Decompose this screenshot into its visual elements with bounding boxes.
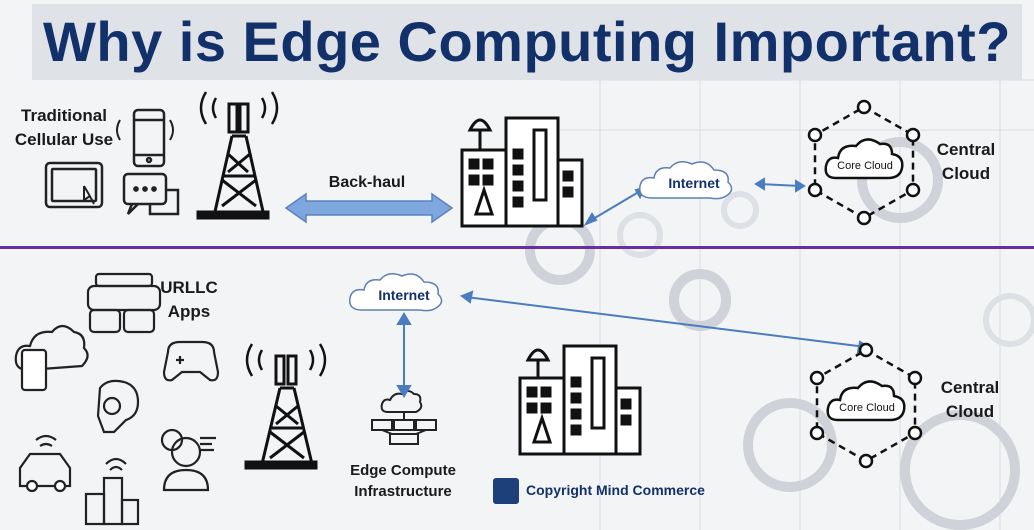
- core-cloud-label-top: Core Cloud: [837, 160, 893, 172]
- cloud-phone-icon: [14, 324, 89, 392]
- internet-cloud-bottom: [349, 273, 443, 312]
- backhaul-arrow: [284, 192, 454, 224]
- connected-car-icon: [18, 434, 72, 493]
- urllc-apps-label: URLLC Apps: [156, 276, 222, 324]
- worker-icon: [160, 428, 216, 492]
- central-bottom-line-2: Cloud: [945, 402, 995, 421]
- central-line-1: Central: [936, 140, 996, 159]
- core-cloud-label-bottom: Core Cloud: [839, 402, 895, 414]
- chat-icon: [122, 172, 180, 216]
- smart-city-icon: [84, 457, 140, 526]
- internet-cloud-top: [639, 161, 733, 200]
- building-icon: [460, 116, 584, 228]
- copyright-text: Copyright Mind Commerce: [526, 482, 705, 498]
- game-controller-icon: [162, 340, 220, 382]
- edge-line-1: Edge Compute: [350, 462, 456, 479]
- internet-label-top: Internet: [668, 175, 720, 191]
- core-cloud-network-top: [807, 99, 921, 226]
- internet-label-bottom: Internet: [378, 287, 430, 303]
- section-divider: [0, 246, 1034, 249]
- central-line-2: Cloud: [941, 164, 991, 183]
- mind-commerce-logo-icon: [493, 478, 519, 504]
- backhaul-label: Back-haul: [328, 174, 406, 191]
- edge-compute-icon: [371, 390, 437, 445]
- edge-line-2: Infrastructure: [354, 483, 452, 500]
- edge-compute-label: Edge Compute Infrastructure: [340, 460, 466, 502]
- vr-glasses-icon: [86, 272, 162, 334]
- page-title: Why is Edge Computing Important?: [43, 10, 1011, 73]
- urllc-line-1: URLLC: [160, 278, 218, 297]
- traditional-line-2: Cellular Use: [14, 130, 114, 149]
- central-cloud-label-bottom: Central Cloud: [930, 376, 1010, 424]
- cell-tower-icon: [196, 91, 279, 220]
- central-cloud-label-top: Central Cloud: [926, 138, 1006, 186]
- building-icon-bottom: [518, 344, 642, 456]
- robot-hand-icon: [96, 379, 140, 434]
- core-cloud-network-bottom: [809, 342, 923, 469]
- connector-arrows-bottom: [396, 290, 873, 398]
- central-bottom-line-1: Central: [940, 378, 1000, 397]
- urllc-line-2: Apps: [167, 302, 211, 321]
- phone-icon: [116, 108, 174, 168]
- traditional-line-1: Traditional: [21, 106, 107, 125]
- cell-tower-icon-bottom: [244, 343, 327, 470]
- tablet-icon: [44, 161, 104, 209]
- title-band: [32, 4, 1022, 80]
- traditional-cellular-label: Traditional Cellular Use: [8, 104, 120, 152]
